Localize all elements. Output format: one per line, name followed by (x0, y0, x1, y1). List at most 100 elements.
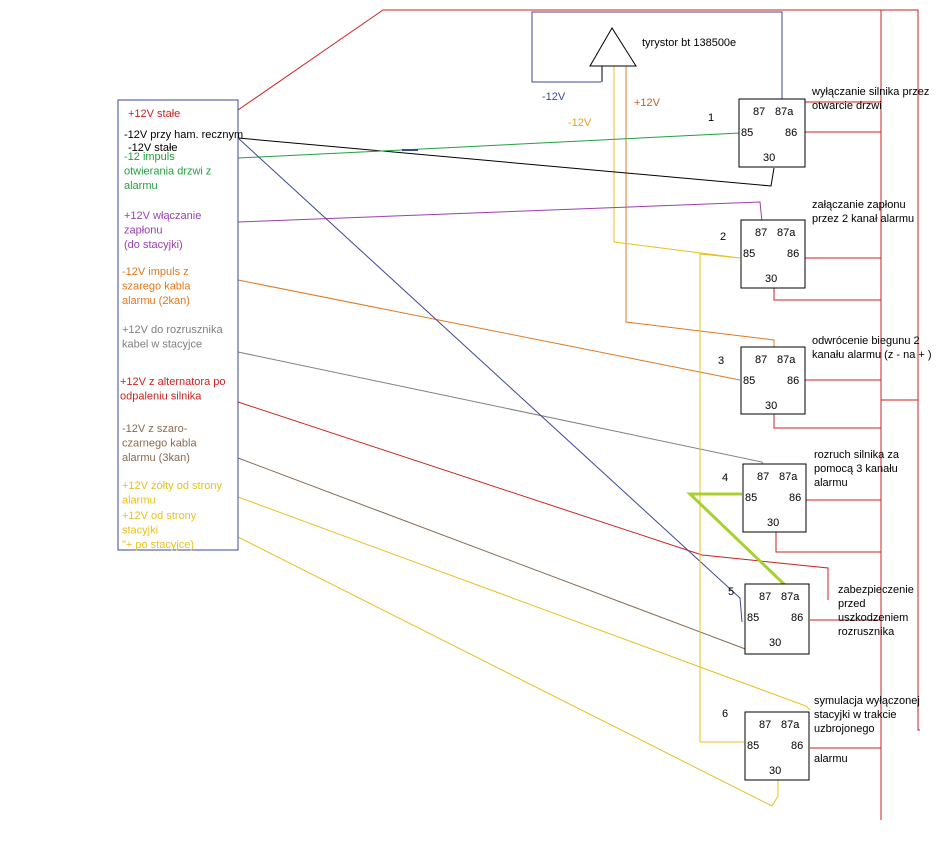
wire-red-stub-3b (773, 414, 881, 429)
relay-terminal: 86 (785, 127, 797, 139)
wire-label-minus-blue: -12V (542, 91, 566, 103)
relay-terminal: 87 (755, 354, 767, 366)
legend-item-line: alarmu (3kan) (122, 452, 190, 464)
relay-terminal: 86 (791, 612, 803, 624)
wire-yellow-ignition (237, 536, 779, 807)
relay-terminal: 30 (763, 152, 775, 164)
relay-number: 3 (718, 355, 724, 367)
relay-terminal: 87 (757, 471, 769, 483)
relay-number: 4 (722, 472, 728, 484)
legend-item-line: (do stacyjki) (124, 239, 183, 251)
legend-item-line: alarmu (2kan) (122, 295, 190, 307)
legend-item-line: otwierania drzwi z (124, 166, 211, 178)
legend-item-line: stacyjki (122, 525, 158, 537)
wire-red-frame (237, 9, 920, 731)
wire-yellow-alarm (237, 496, 811, 711)
legend-item-line: +12V do rozrusznika (122, 324, 223, 336)
relay-number: 1 (708, 112, 714, 124)
relay-terminal: 87 (759, 719, 771, 731)
relay-terminal: 85 (747, 612, 759, 624)
relay-terminal: 87a (775, 106, 794, 118)
wire-purple-ignition (237, 201, 763, 223)
relay-description-line: zabezpieczenie (838, 584, 914, 596)
legend-item-line: zapłonu (124, 225, 163, 237)
relay-description-line: rozruch silnika za (814, 449, 900, 461)
legend-item-line: szarego kabla (122, 281, 191, 293)
relay-description-line: rozrusznika (838, 626, 895, 638)
legend-item-line: +12V z alternatora po (120, 376, 226, 388)
thyristor-label: tyrystor bt 138500e (642, 37, 736, 49)
relay-terminal: 86 (787, 375, 799, 387)
wire-red-alternator (237, 401, 829, 600)
relay-description-line: stacyjki w trakcie (814, 709, 897, 721)
legend-items: +12V stałe -12V przy ham. recznym-12V sta… (120, 108, 243, 551)
wire-red-stub-4b (775, 532, 881, 553)
relay-box (740, 219, 806, 289)
relay-terminal: 87 (759, 591, 771, 603)
legend-item-line: -12V z szaro- (122, 423, 188, 435)
wire-gray-starter (237, 351, 765, 471)
relay-description-line: odwrócenie biegunu 2 (812, 335, 920, 347)
relay-terminal: 86 (789, 492, 801, 504)
wire-green-door (237, 132, 741, 159)
relay-terminal: 30 (765, 400, 777, 412)
relay-description-line: uszkodzeniem (838, 612, 908, 624)
wire-label-plus-orange: +12V (634, 97, 661, 109)
wire-blue-constant (237, 137, 743, 623)
relay-number: 6 (722, 708, 728, 720)
wire-black-handbrake (237, 137, 775, 187)
relay-terminal: 85 (747, 740, 759, 752)
legend-item-line: czarnego kabla (122, 438, 197, 450)
relay-description-line: pomocą 3 kanału (814, 463, 898, 475)
relay-terminal: 87a (777, 227, 796, 239)
relay-description-line: otwarcie drzwi (812, 100, 882, 112)
relay-terminal: 85 (743, 375, 755, 387)
relay-description-line: przed (838, 598, 866, 610)
relay-description-extra: alarmu (814, 753, 848, 765)
legend-item-line: -12V stałe (128, 142, 178, 154)
thyristor: tyrystor bt 138500e (589, 27, 736, 82)
wire-label-minus-yellow: -12V (568, 117, 592, 129)
wire-red-stub-2b (773, 288, 881, 301)
wire-orange-2kan (237, 279, 741, 381)
relay-description-line: przez 2 kanał alarmu (812, 213, 914, 225)
relay-description-line: symulacja wyłączonej (814, 695, 920, 707)
relay-terminal: 30 (767, 517, 779, 529)
relay-terminal: 30 (769, 765, 781, 777)
wire-lime-bridge (686, 492, 788, 588)
legend-item-line: +12V żółty od strony (122, 480, 222, 492)
legend-frame (117, 99, 239, 551)
relay-description-line: alarmu (814, 477, 848, 489)
relay-number: 5 (728, 586, 734, 598)
relay-terminal: 30 (765, 273, 777, 285)
relay-terminal: 30 (769, 637, 781, 649)
relay-terminal: 87 (753, 106, 765, 118)
relay-terminal: 87a (777, 354, 796, 366)
relay-box (740, 346, 806, 415)
legend-item-line: "+ po stacyjce) (122, 539, 194, 551)
relay-terminal: 86 (787, 248, 799, 260)
legend-item-line: +12V włączanie (124, 210, 201, 222)
relay-terminal: 85 (743, 248, 755, 260)
legend-item-line: +12V stałe (128, 108, 180, 120)
legend-item-line: +12V od strony (122, 510, 197, 522)
legend-item-line: -12 impuls (124, 151, 175, 163)
relay-terminal: 86 (791, 740, 803, 752)
relay-box (744, 583, 810, 655)
legend-item-line: alarmu (124, 180, 158, 192)
relay-number: 2 (720, 231, 726, 243)
relay-box (744, 711, 810, 781)
wire-brown-3kan (237, 457, 749, 651)
legend-item-line: kabel w stacyjce (122, 339, 202, 351)
relay-terminal: 87 (755, 227, 767, 239)
relay-terminal: 87a (779, 471, 798, 483)
legend-item-line: -12V przy ham. recznym (124, 129, 243, 141)
